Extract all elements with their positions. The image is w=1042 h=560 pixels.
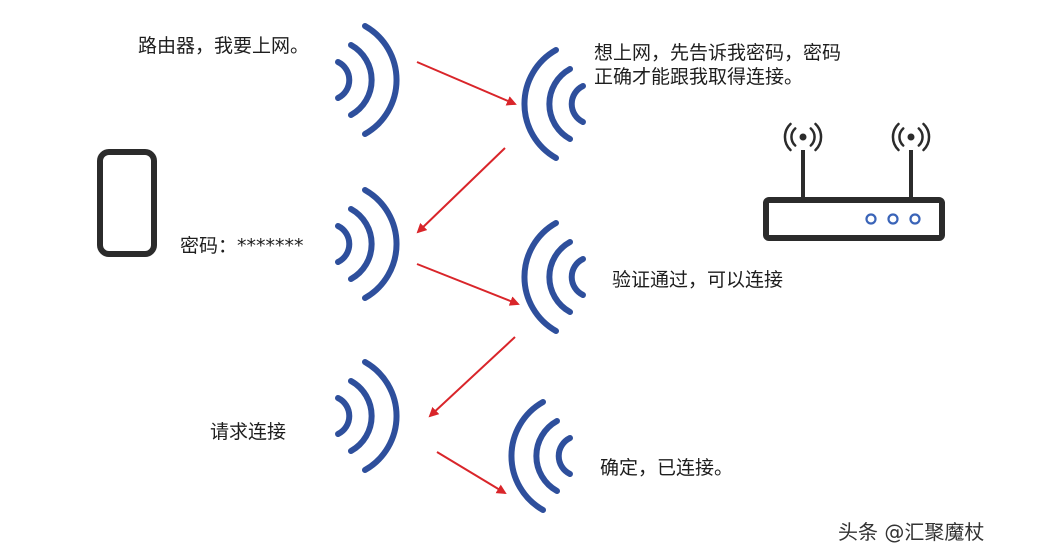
signal-wave-icon <box>335 23 400 137</box>
router-confirmed-label: 确定，已连接。 <box>600 457 734 479</box>
wifi-router-icon <box>763 150 945 241</box>
watermark-text: 头条 @汇聚魔杖 <box>838 520 985 544</box>
client-password-label: 密码：******* <box>180 235 304 257</box>
signal-wave-icon <box>508 399 573 513</box>
router-port <box>887 213 899 225</box>
antenna-signal-icon <box>891 122 931 152</box>
router-port <box>865 213 877 225</box>
arrow-right <box>436 451 507 495</box>
antenna-signal-icon <box>783 122 823 152</box>
arrow-left <box>428 336 516 418</box>
router-ask-password-line2: 正确才能跟我取得连接。 <box>594 66 804 88</box>
router-ask-password-line1: 想上网，先告诉我密码，密码 <box>594 42 842 64</box>
client-request-internet-label: 路由器，我要上网。 <box>138 35 310 57</box>
signal-wave-icon <box>335 359 400 473</box>
flow-arrows <box>416 61 520 495</box>
router-verified-label: 验证通过，可以连接 <box>612 269 784 291</box>
client-request-connect-label: 请求连接 <box>210 421 287 443</box>
arrow-right <box>416 263 520 306</box>
arrow-right <box>416 61 517 106</box>
smartphone-icon <box>97 149 157 257</box>
arrow-left <box>416 147 506 234</box>
router-ask-password-label: 想上网，先告诉我密码，密码 正确才能跟我取得连接。 <box>594 41 841 89</box>
signal-wave-icon <box>521 220 586 334</box>
signal-wave-icon <box>335 187 400 301</box>
router-port <box>909 213 921 225</box>
signal-wave-icon <box>521 47 586 161</box>
